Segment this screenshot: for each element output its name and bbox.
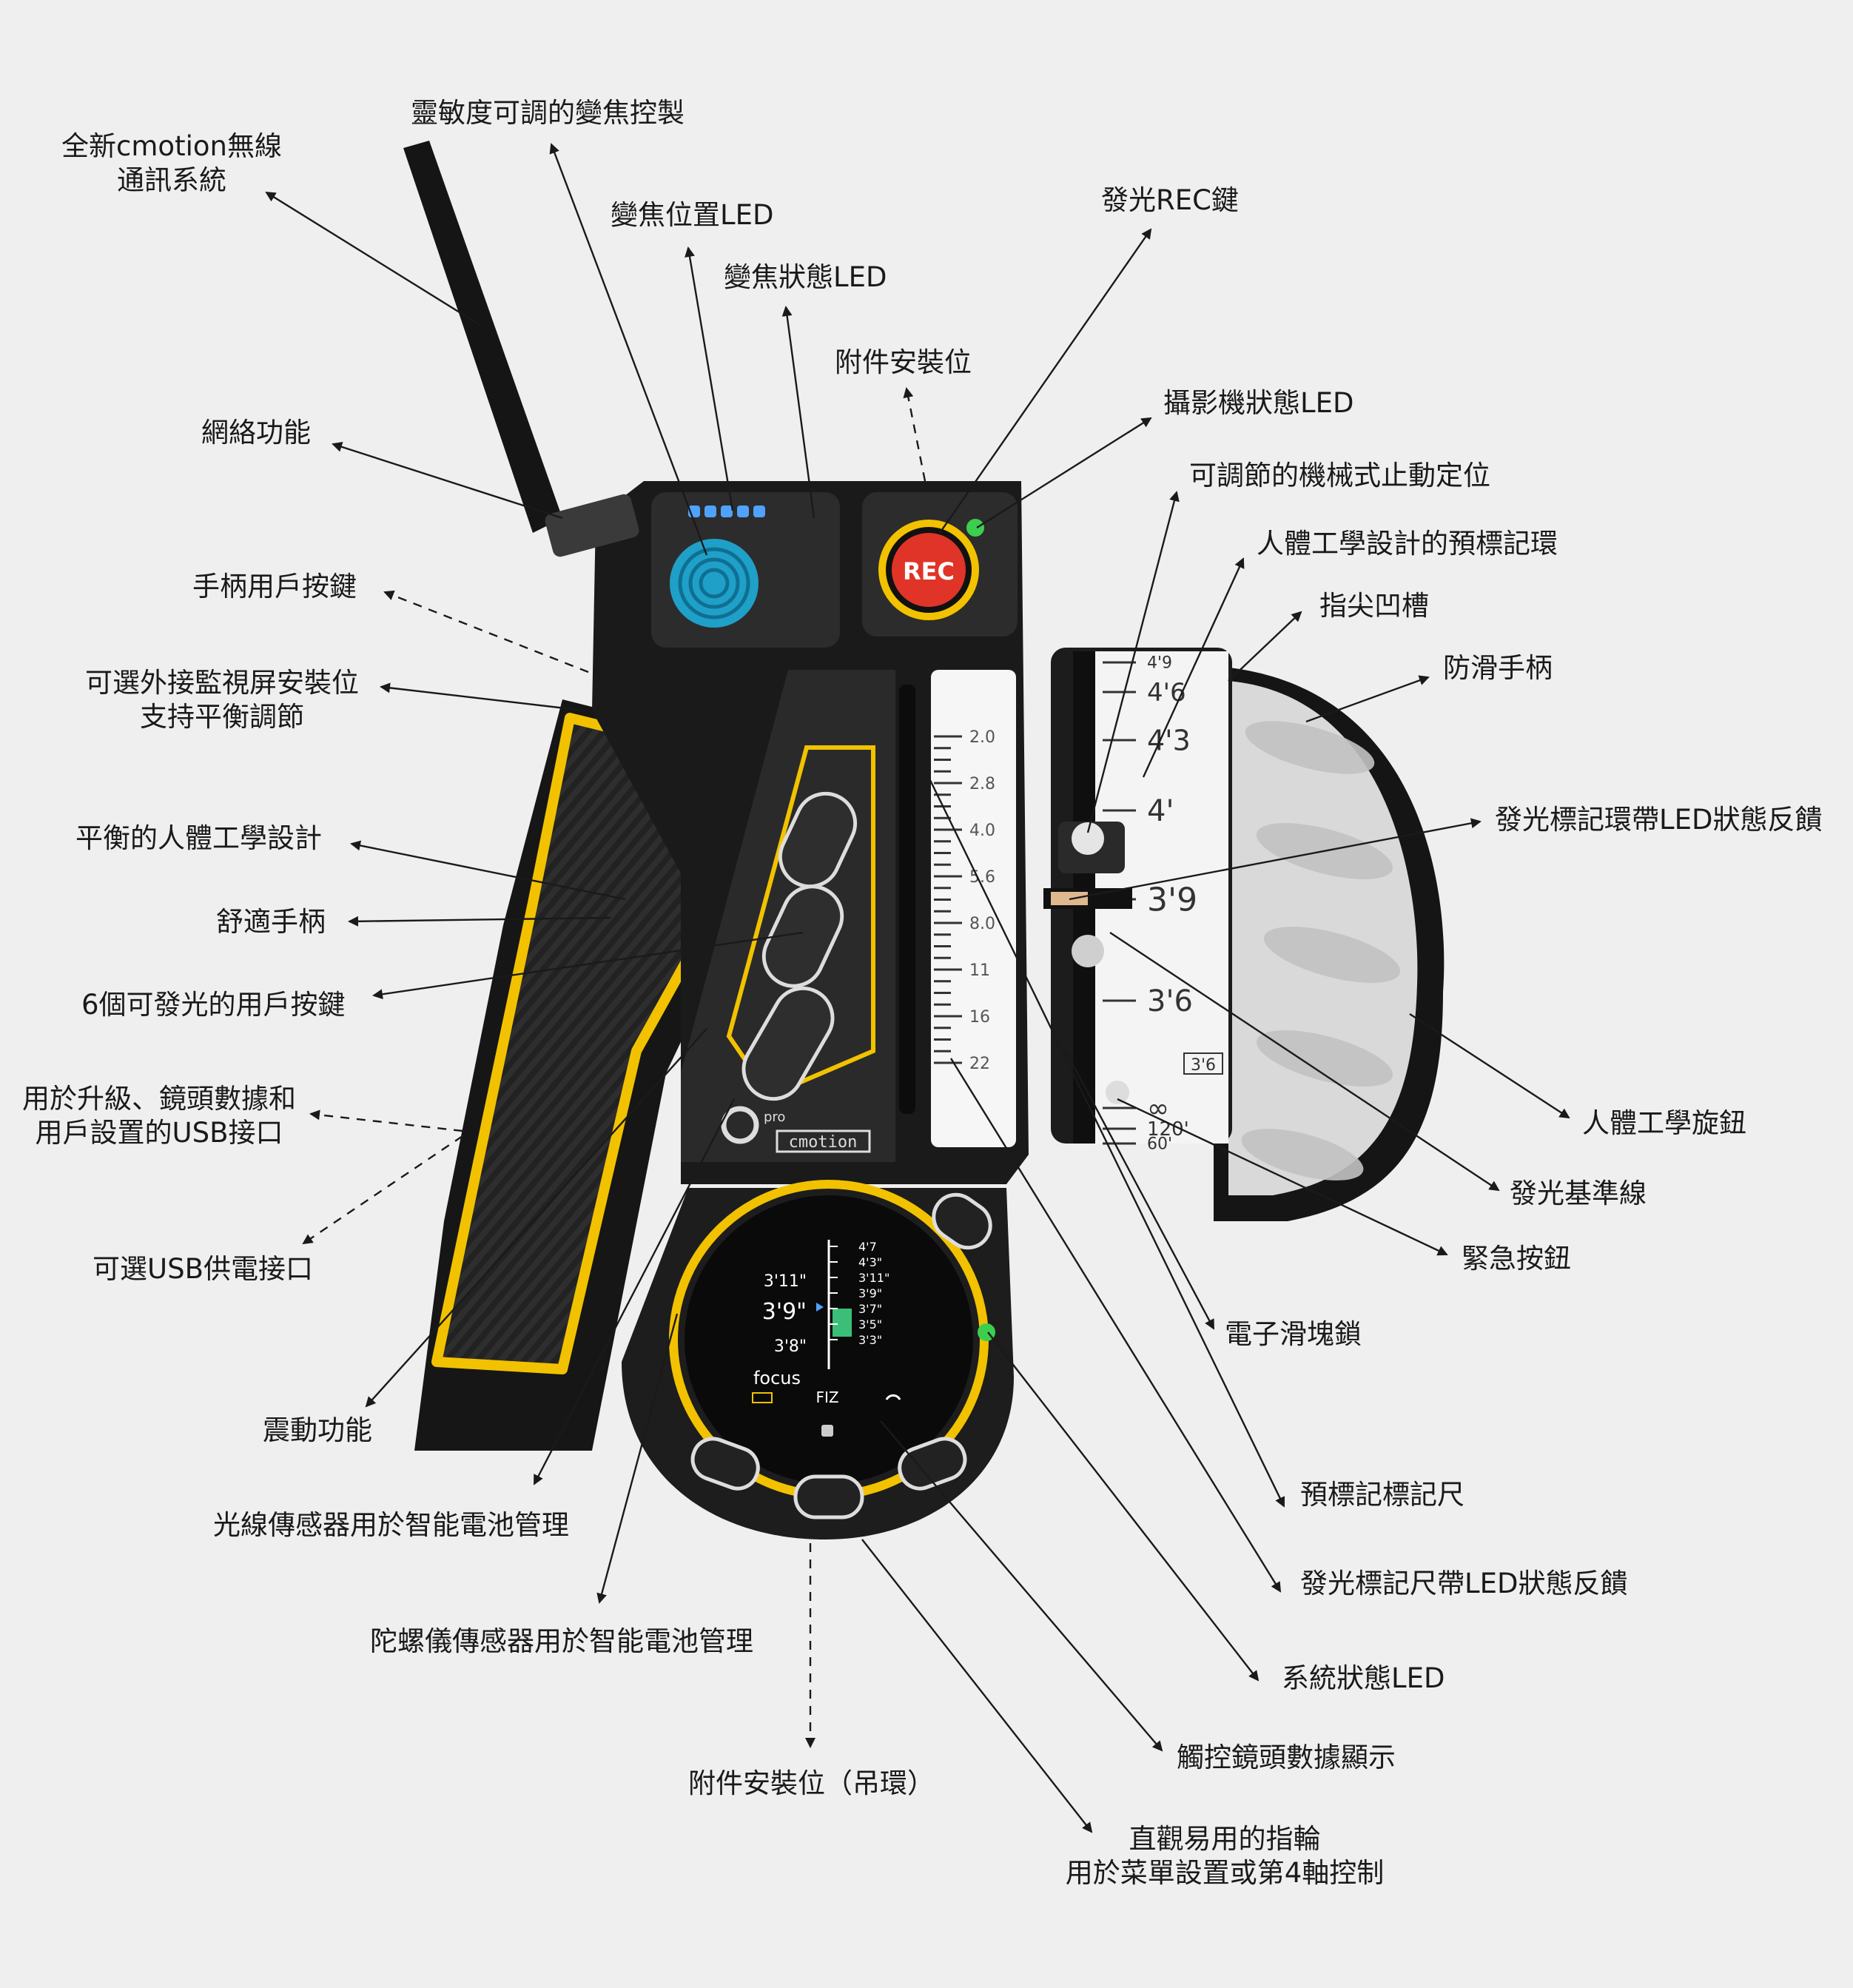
label-system-status-led: 系統狀態LED <box>1282 1662 1445 1694</box>
user-button-panel <box>726 745 875 1110</box>
focus-ring <box>1051 648 1445 1221</box>
label-mechanical-end-stop: 可調節的機械式止動定位 <box>1189 460 1490 491</box>
ring-label: 3'9 <box>1147 881 1197 919</box>
display-module: 3'11"3'9"3'8" 4'74'3"3'11"3'9"3'7"3'5"3'… <box>622 1180 1014 1539</box>
label-handle-user-button: 手柄用戶按鍵 <box>192 571 357 602</box>
label-slider-lock: 電子滑塊鎖 <box>1225 1318 1362 1350</box>
screen-axis: FIZ <box>815 1388 838 1406</box>
label-wireless: 全新cmotion無線通訊系統 <box>61 130 282 196</box>
jog-buttons <box>687 1186 999 1519</box>
touch-display-screen[interactable]: 3'11"3'9"3'8" 4'74'3"3'11"3'9"3'7"3'5"3'… <box>752 1240 901 1437</box>
user-button-2[interactable] <box>754 877 852 996</box>
label-network: 網絡功能 <box>201 417 311 449</box>
scale-label: 11 <box>969 961 990 980</box>
end-stop-knob-2[interactable] <box>1072 935 1104 967</box>
label-fingertip-groove: 指尖凹槽 <box>1319 590 1429 622</box>
end-stop-knob-1[interactable] <box>1072 822 1104 855</box>
label-nonslip-grip: 防滑手柄 <box>1443 652 1553 684</box>
label-six-buttons: 6個可發光的用戶按鍵 <box>81 989 346 1021</box>
label-emergency-button: 緊急按鈕 <box>1462 1243 1571 1275</box>
scale-label: 4.0 <box>969 822 995 840</box>
rec-label: REC <box>903 557 955 585</box>
scale-label: 2.0 <box>969 728 995 747</box>
label-camera-status-led: 攝影機狀態LED <box>1163 387 1354 419</box>
label-light-sensor: 光線傳感器用於智能電池管理 <box>213 1509 569 1541</box>
brand-logo: pro cmotion <box>721 1106 871 1153</box>
scale-label: 5.6 <box>969 868 995 887</box>
ring-label: 4' <box>1147 794 1174 828</box>
screen-right-value: 3'9" <box>858 1286 882 1300</box>
label-zoom-control: 靈敏度可調的變焦控製 <box>411 97 685 129</box>
wifi-icon <box>885 1394 901 1400</box>
jog-button-left[interactable] <box>687 1433 763 1494</box>
ring-label: 3'6 <box>1147 984 1193 1018</box>
jog-button-right[interactable] <box>894 1433 970 1494</box>
label-reference-line: 發光基準線 <box>1510 1178 1647 1209</box>
screen-mode: focus <box>753 1368 801 1388</box>
label-rec-key: 發光REC鍵 <box>1101 184 1239 216</box>
label-zoom-status-led: 變焦狀態LED <box>724 261 887 293</box>
screen-right-value: 4'3" <box>858 1255 882 1269</box>
user-button-3[interactable] <box>733 978 843 1110</box>
label-vibration: 震動功能 <box>263 1414 372 1446</box>
screen-left-value: 3'11" <box>764 1272 807 1291</box>
user-button-1[interactable] <box>770 784 864 896</box>
label-monitor-mount: 可選外接監視屏安裝位支持平衡調節 <box>85 667 359 733</box>
scale-label: 2.8 <box>969 775 995 793</box>
zoom-rocker[interactable] <box>670 539 759 628</box>
ring-label: 4'6 <box>1147 678 1186 708</box>
ring-label: 4'9 <box>1147 654 1172 673</box>
label-accessory-mount: 附件安裝位 <box>835 346 972 378</box>
label-scale-led-feedback: 發光標記尺帶LED狀態反饋 <box>1300 1568 1628 1599</box>
annotation-lines <box>265 143 1570 1833</box>
label-balanced-design: 平衡的人體工學設計 <box>75 822 322 854</box>
battery-icon <box>752 1392 773 1403</box>
emergency-button[interactable] <box>1106 1081 1129 1104</box>
rec-button[interactable]: REC <box>878 520 979 620</box>
label-marking-scale: 預標記標記尺 <box>1300 1479 1464 1511</box>
jog-button-center[interactable] <box>793 1474 864 1519</box>
scale-label: 22 <box>969 1055 990 1073</box>
zoom-led-row <box>688 506 765 517</box>
label-usb-port: 用於升級、鏡頭數據和用戶設置的USB接口 <box>22 1083 296 1149</box>
screen-left-value: 3'8" <box>774 1337 807 1356</box>
svg-text:pro: pro <box>764 1109 785 1125</box>
label-comfort-grip: 舒適手柄 <box>216 906 326 938</box>
ring-label: 4'3 <box>1147 724 1191 756</box>
label-marking-ring: 人體工學設計的預標記環 <box>1257 528 1558 560</box>
label-zoom-position-led: 變焦位置LED <box>611 199 774 231</box>
label-jog-wheel: 直觀易用的指輪用於菜單設置或第4軸控制 <box>1065 1823 1385 1889</box>
screen-right-value: 4'7 <box>858 1240 877 1254</box>
scale-label: 16 <box>969 1008 990 1027</box>
label-gyro-sensor: 陀螺儀傳感器用於智能電池管理 <box>370 1625 753 1657</box>
scale-label: 8.0 <box>969 915 995 933</box>
screen-left-value: 3'9" <box>762 1299 807 1325</box>
label-ergonomic-knob: 人體工學旋鈕 <box>1582 1107 1746 1139</box>
label-ring-led-feedback: 發光標記環帶LED狀態反饋 <box>1495 804 1823 836</box>
ring-label: 60' <box>1147 1135 1172 1154</box>
label-usb-power: 可選USB供電接口 <box>93 1253 313 1285</box>
screen-right-value: 3'7" <box>858 1302 882 1316</box>
screen-right-value: 3'5" <box>858 1317 882 1332</box>
svg-text:cmotion: cmotion <box>789 1133 858 1152</box>
label-lanyard-mount: 附件安裝位（吊環） <box>688 1767 935 1799</box>
screen-right-value: 3'11" <box>858 1271 889 1285</box>
label-touch-display: 觸控鏡頭數據顯示 <box>1177 1742 1396 1773</box>
screen-right-value: 3'3" <box>858 1333 882 1347</box>
ring-marker: 3'6 <box>1191 1056 1216 1075</box>
camera-status-led <box>966 519 984 537</box>
menu-button[interactable] <box>925 1186 999 1256</box>
marking-scale-strip: 2.0 2.8 4.0 5.6 8.0 11 16 22 <box>899 670 1016 1147</box>
antenna <box>403 141 639 557</box>
